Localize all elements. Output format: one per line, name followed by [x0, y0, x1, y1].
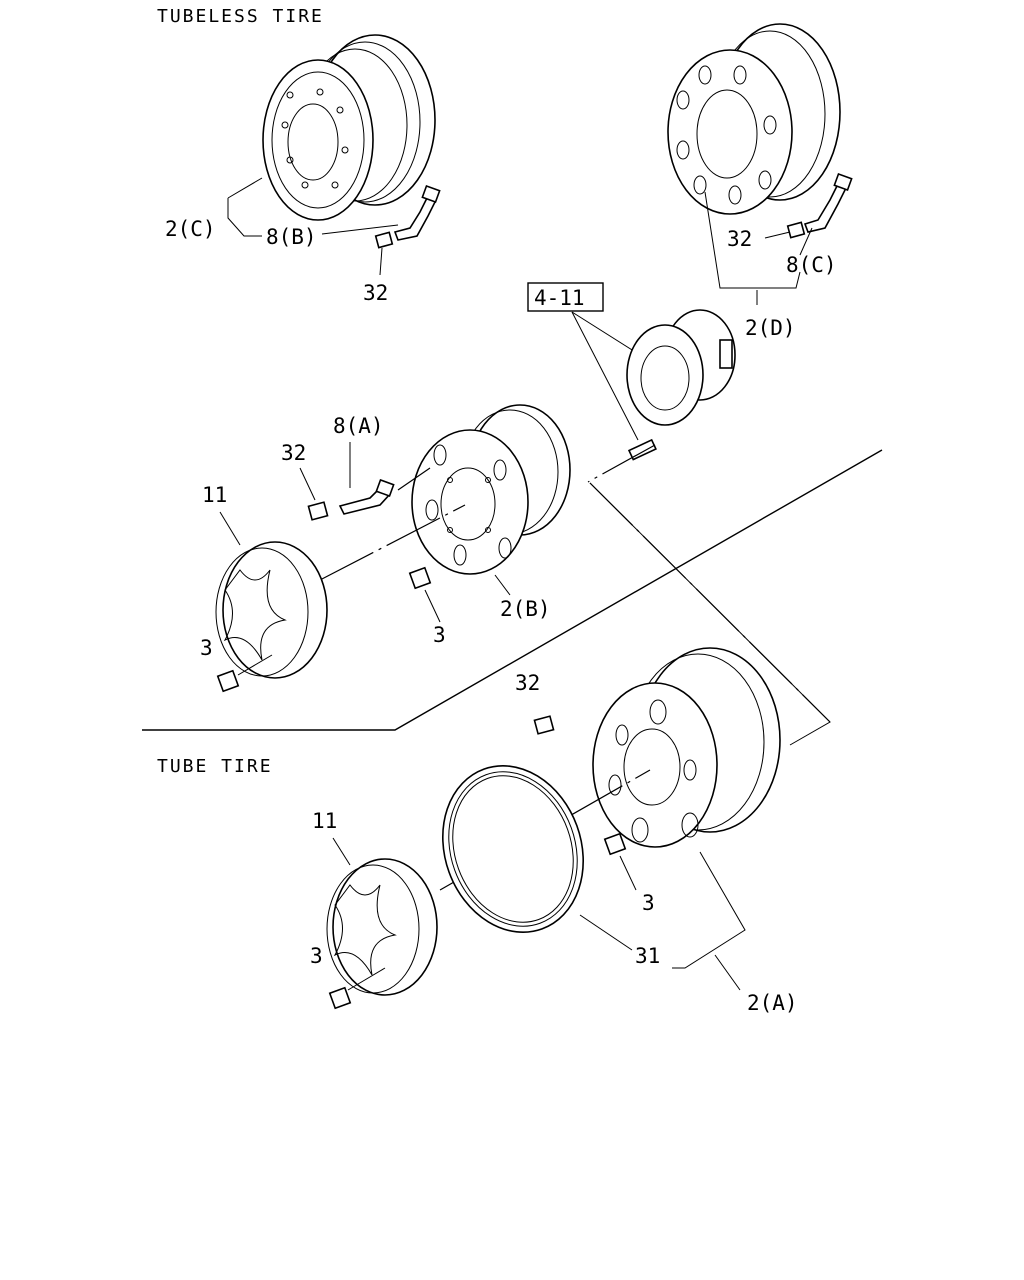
nut-3-low-a [328, 986, 352, 1010]
valve-cap-32-top-left [374, 231, 394, 249]
callout-3-mid-b: 3 [433, 623, 446, 647]
valve-cap-32-top-right [786, 221, 806, 239]
callout-11-mid: 11 [202, 483, 227, 507]
wheel-2a [592, 647, 781, 848]
callout-32-top-right: 32 [727, 227, 752, 251]
callout-11-low: 11 [312, 809, 337, 833]
reference-box [527, 282, 604, 312]
hub-cover-11-mid [215, 541, 328, 679]
valve-8c [803, 172, 853, 233]
callout-2c: 2(C) [165, 217, 216, 241]
valve-cap-32-mid [307, 501, 329, 521]
wheel-2c [262, 34, 436, 221]
section-divider [142, 449, 883, 731]
valve-8b [393, 184, 441, 241]
wheel-2b [411, 404, 571, 575]
callout-8b: 8(B) [266, 225, 317, 249]
callout-2a: 2(A) [747, 991, 798, 1015]
hub-cover-11-low [326, 858, 438, 996]
callout-8a: 8(A) [333, 414, 384, 438]
nut-3-mid-a [216, 669, 240, 693]
callout-8c: 8(C) [786, 253, 837, 277]
nut-3-low-b [603, 832, 627, 856]
wheel-2d [667, 23, 841, 215]
callout-32-lower: 32 [515, 671, 540, 695]
hub-stud [627, 438, 657, 461]
section-title-tube: TUBE TIRE [157, 756, 273, 777]
section-title-tubeless: TUBELESS TIRE [157, 6, 324, 27]
tire-flap-31 [441, 765, 585, 933]
callout-2d: 2(D) [745, 316, 796, 340]
callout-32-top-left: 32 [363, 281, 388, 305]
reference-box-label: 4-11 [534, 286, 585, 310]
nut-3-mid-b [408, 566, 432, 590]
callout-31: 31 [635, 944, 660, 968]
callout-3-low-a: 3 [310, 944, 323, 968]
valve-cap-32-lower [533, 715, 555, 735]
callout-2b: 2(B) [500, 597, 551, 621]
callout-32-mid: 32 [281, 441, 306, 465]
callout-3-mid-a: 3 [200, 636, 213, 660]
wheel-hub [626, 309, 736, 426]
callout-3-low-b: 3 [642, 891, 655, 915]
valve-8a [338, 478, 395, 515]
